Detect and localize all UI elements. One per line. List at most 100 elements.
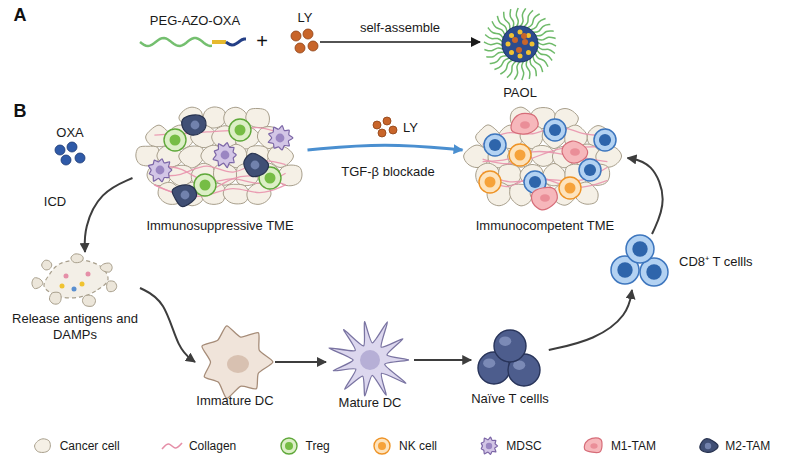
edge-label: self-assemble: [358, 20, 442, 36]
nk-cell: [509, 144, 531, 166]
oxa-segment: [226, 39, 246, 45]
micelle-illustration: [522, 39, 528, 45]
micelle-illustration: [522, 61, 524, 80]
legend-swatch: [476, 435, 502, 457]
mdsc-cell: [213, 143, 236, 168]
legend-item: M1-TAM: [581, 435, 656, 457]
m2-macrophage: [181, 191, 190, 200]
drug-dots: [373, 117, 397, 137]
cd8-t-cells-illustration: [611, 235, 668, 286]
micelle-illustration: [533, 55, 543, 72]
legend-label: M1-TAM: [611, 439, 656, 453]
treg-cell: [229, 119, 251, 141]
m2-macrophage: [700, 439, 718, 453]
drug-dots: [61, 155, 71, 165]
micelle-illustration: [526, 50, 531, 55]
node-label: LY: [298, 10, 313, 26]
mdsc-cell: [221, 151, 230, 160]
naive-t-cell: [494, 330, 526, 362]
node-label: Immature DC: [196, 393, 273, 409]
cd8-t-cell: [626, 235, 654, 263]
dying-cell-illustration: [32, 278, 43, 289]
illustration-slot: [140, 32, 250, 52]
nk-cell: [479, 171, 501, 193]
mature-dc-illustration: [329, 322, 409, 396]
illustration-slot: [290, 29, 320, 55]
legend-item: MDSC: [476, 435, 541, 457]
micelle-illustration: [484, 48, 503, 51]
drug-dots: [75, 153, 85, 163]
cd8-t-cell: [579, 159, 601, 181]
micelle-illustration: [521, 33, 527, 39]
dying-cell-illustration: [86, 272, 91, 277]
collagen-fiber: [162, 443, 182, 449]
micelle-illustration: [492, 21, 505, 35]
m2-macrophage: [172, 185, 196, 206]
immature-dc-illustration: [202, 326, 273, 399]
naive-t-cell: [483, 358, 495, 368]
immature-dc-illustration: [227, 355, 249, 373]
dying-cell-illustration: [60, 284, 65, 289]
legend-swatch: [276, 435, 302, 457]
micelle-illustration: [537, 42, 556, 46]
nk-cell: [479, 171, 501, 193]
flow-arrow: [414, 359, 471, 361]
micelle-illustration: [497, 16, 507, 33]
node-label: Immunocompetent TME: [476, 218, 614, 234]
cancer-cell: [223, 184, 249, 204]
illustration-slot: [195, 334, 275, 390]
panel-letter: A: [14, 6, 27, 26]
nanoparticle: PAOL: [480, 6, 560, 101]
micelle-illustration: [518, 54, 523, 59]
micelle-illustration: [514, 61, 520, 79]
legend-item: M2-TAM: [695, 435, 770, 457]
cd8-t-cell: [617, 262, 632, 277]
m2-macrophage: [251, 161, 260, 170]
node-label: OXA: [56, 125, 83, 141]
node-label: Mature DC: [339, 395, 402, 411]
legend-icon: [705, 443, 711, 449]
dying-cell-illustration: [64, 274, 69, 279]
node-label: Immunosuppressive TME: [146, 218, 293, 234]
node-label: CD8⁺ T cellls: [679, 254, 753, 270]
m1-macrophage: [584, 438, 602, 453]
cd8-t-cell: [484, 134, 506, 156]
dying-cell-illustration: [32, 254, 117, 307]
micelle-illustration: [516, 47, 522, 53]
dying-cell: Release antigens and DAMPs: [10, 252, 140, 343]
cd8-t-cell: [489, 139, 501, 151]
micelle-illustration: [510, 9, 514, 28]
micelle-illustration: [518, 30, 523, 35]
naive-t-cell: [499, 336, 511, 346]
treg-cell: [235, 125, 246, 136]
node-label: PAOL: [503, 85, 537, 101]
edge-label: ICD: [42, 194, 68, 210]
m1-macrophage: [531, 187, 557, 209]
legend-swatch: [369, 435, 395, 457]
drug-dots: [373, 121, 381, 129]
t-cell-group: CD8⁺ T cellls: [607, 234, 753, 290]
cd8-t-cell: [594, 129, 616, 151]
legend-label: M2-TAM: [725, 439, 770, 453]
drug-dots: [295, 43, 305, 53]
legend-label: MDSC: [506, 439, 541, 453]
edge-label: TGF-β blockade: [339, 164, 436, 180]
illustration-slot: [475, 332, 545, 388]
mdsc-cell: [213, 143, 236, 168]
drug-dots: [55, 142, 85, 165]
flow-arrow: [628, 158, 663, 234]
nk-cell: [559, 177, 581, 199]
node-label: LY: [403, 120, 418, 136]
flow-arrow: [308, 145, 463, 150]
drug-dots: [308, 41, 318, 51]
legend-swatch: [159, 435, 185, 457]
mdsc-cell: [156, 166, 165, 175]
dendritic-cell: Immature DC: [195, 334, 275, 409]
cd8-t-cell: [632, 241, 647, 256]
treg-cell: [200, 180, 211, 191]
cd8-t-cell: [626, 235, 654, 263]
treg-cell: [265, 173, 276, 184]
drug-dots: [291, 31, 301, 41]
illustration-slot: [463, 105, 628, 215]
tumor-microenvironment: Immunosuppressive TME: [133, 105, 308, 234]
